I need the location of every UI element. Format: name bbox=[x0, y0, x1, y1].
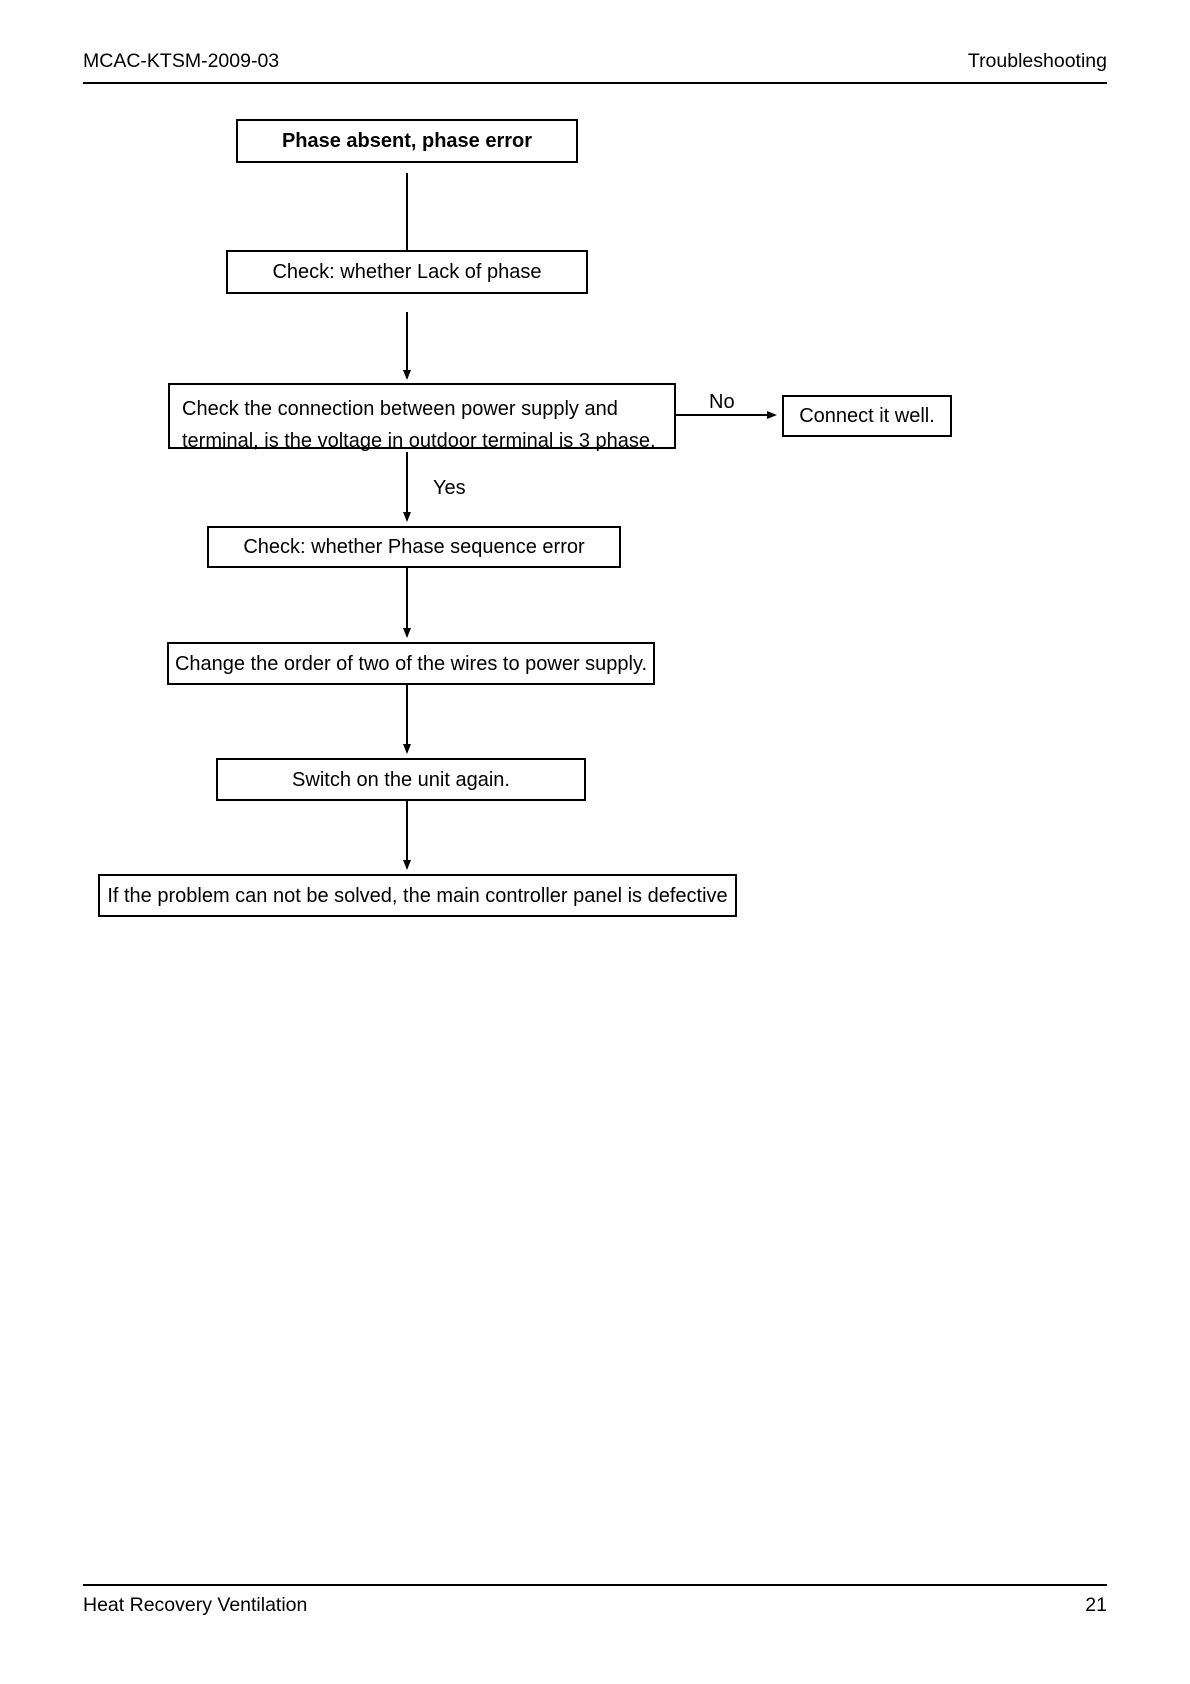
flowchart-connectors bbox=[403, 173, 777, 870]
flow-node-connect-it-well-label: Connect it well. bbox=[799, 405, 935, 427]
flow-node-check-connection-line-1: Check the connection between power suppl… bbox=[182, 398, 618, 420]
footer-product-name: Heat Recovery Ventilation bbox=[83, 1594, 308, 1616]
flow-node-switch-on-unit-label: Switch on the unit again. bbox=[292, 768, 510, 791]
flow-node-controller-defective-label: If the problem can not be solved, the ma… bbox=[107, 884, 728, 907]
flow-node-switch-on-unit[interactable]: Switch on the unit again. bbox=[216, 758, 586, 801]
header-section-title: Troubleshooting bbox=[967, 50, 1107, 72]
troubleshooting-flowchart: Phase absent, phase error Check: whether… bbox=[98, 119, 952, 917]
flow-node-check-connection-line-2: terminal, is the voltage in outdoor term… bbox=[182, 430, 656, 452]
footer-page-number: 21 bbox=[1085, 1594, 1107, 1616]
page-footer: Heat Recovery Ventilation 21 bbox=[83, 1584, 1107, 1620]
flow-node-check-phase-sequence[interactable]: Check: whether Phase sequence error bbox=[207, 526, 621, 568]
page-header: MCAC-KTSM-2009-03 Troubleshooting bbox=[83, 48, 1107, 84]
flow-node-start[interactable]: Phase absent, phase error bbox=[236, 119, 578, 163]
edge-label-yes: Yes bbox=[433, 477, 466, 499]
flow-node-connect-it-well[interactable]: Connect it well. bbox=[782, 395, 952, 437]
flow-node-change-wire-order-label: Change the order of two of the wires to … bbox=[174, 652, 648, 675]
flow-node-controller-defective[interactable]: If the problem can not be solved, the ma… bbox=[98, 874, 737, 917]
flow-node-check-phase-sequence-label: Check: whether Phase sequence error bbox=[243, 536, 585, 558]
flow-node-check-connection[interactable]: Check the connection between power suppl… bbox=[168, 383, 676, 452]
edge-label-no: No bbox=[709, 391, 735, 413]
flow-node-start-label: Phase absent, phase error bbox=[281, 130, 533, 152]
flow-node-check-lack-of-phase[interactable]: Check: whether Lack of phase bbox=[226, 250, 588, 294]
header-document-code: MCAC-KTSM-2009-03 bbox=[83, 50, 280, 72]
flow-node-change-wire-order[interactable]: Change the order of two of the wires to … bbox=[167, 642, 655, 685]
flow-node-check-lack-of-phase-label: Check: whether Lack of phase bbox=[272, 261, 542, 283]
